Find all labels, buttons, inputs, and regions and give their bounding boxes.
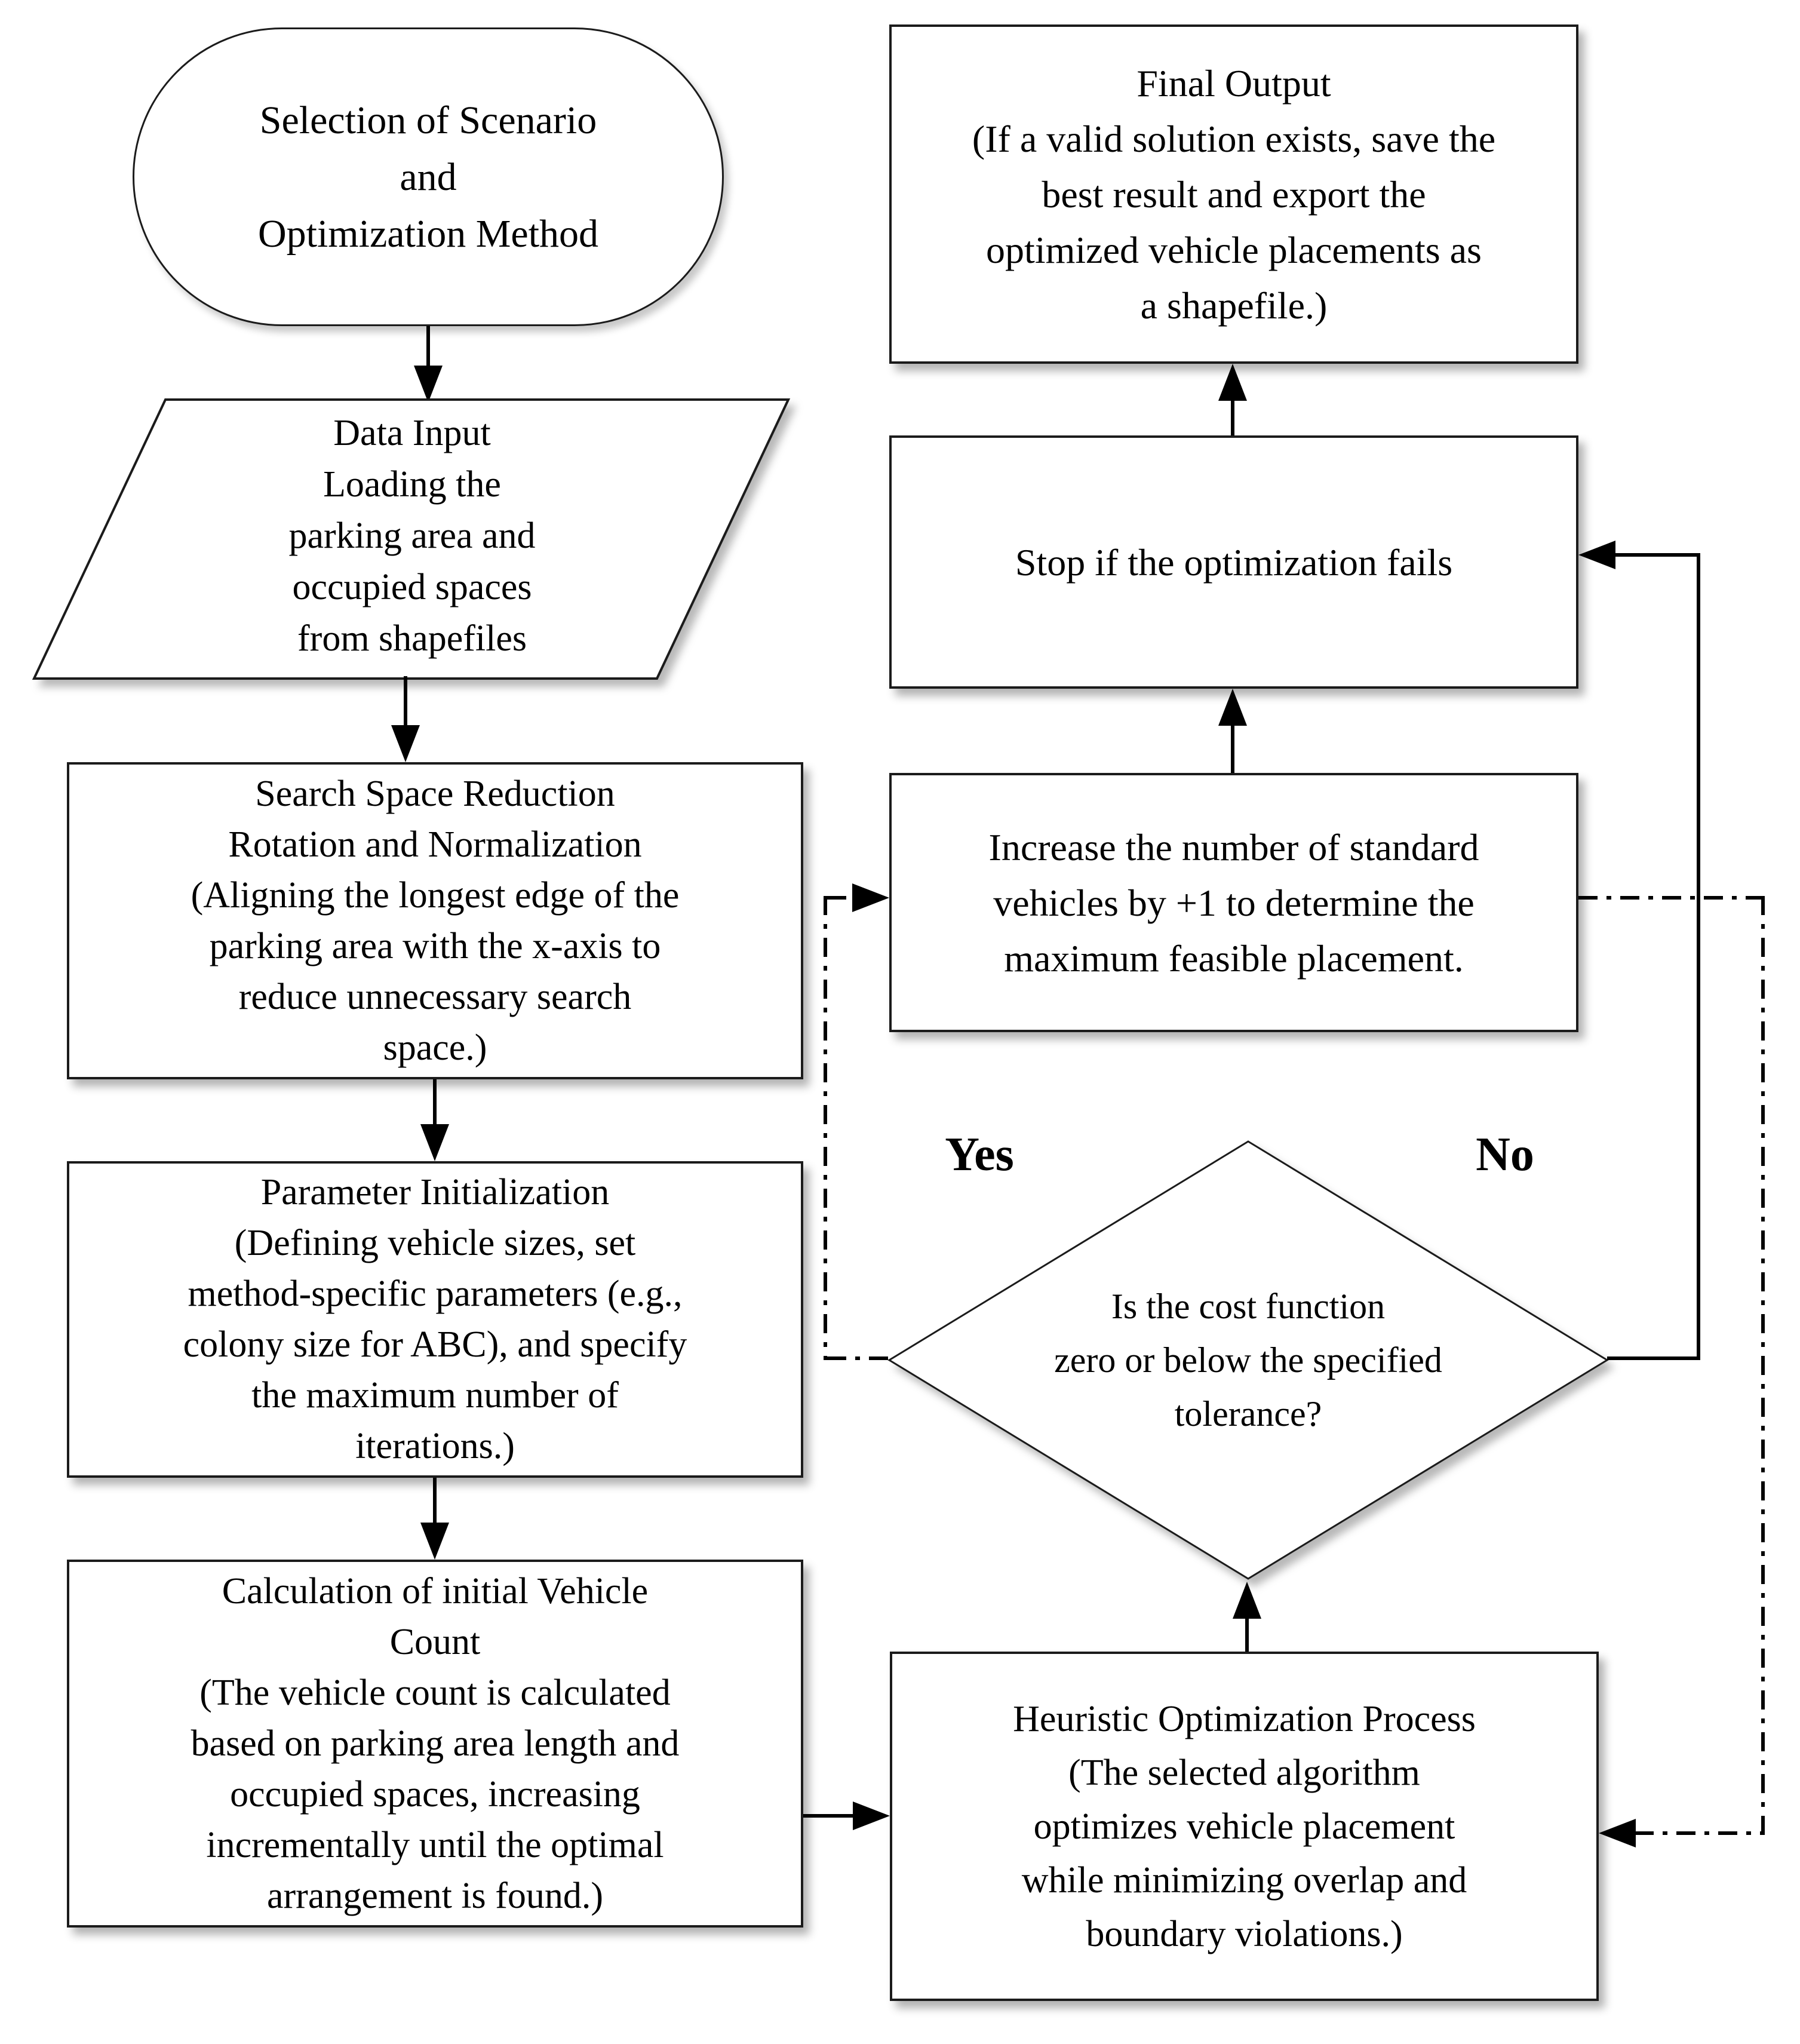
text-line: space.) xyxy=(383,1027,487,1068)
connector-segment xyxy=(1578,896,1765,900)
branch-label-no: No xyxy=(1476,1128,1534,1181)
text-line: Loading the xyxy=(323,464,501,505)
arrowhead-up-icon xyxy=(1218,689,1247,726)
text-line: based on parking area length and xyxy=(191,1723,680,1764)
process-initial-vehicle-count: Calculation of initial Vehicle Count (Th… xyxy=(67,1560,803,1928)
arrow-shaft xyxy=(433,1478,437,1526)
text-line: boundary violations.) xyxy=(1086,1913,1403,1954)
connector-segment xyxy=(824,896,827,1360)
process-search-space-reduction: Search Space Reduction Rotation and Norm… xyxy=(67,762,803,1079)
arrow-shaft xyxy=(404,676,407,729)
text-line: Count xyxy=(389,1621,481,1662)
text-line: method-specific parameters (e.g., xyxy=(188,1273,683,1314)
text-line: while minimizing overlap and xyxy=(1021,1859,1467,1901)
connector-segment xyxy=(1697,553,1700,1360)
text-line: (The vehicle count is calculated xyxy=(199,1672,671,1713)
text-line: Increase the number of standard xyxy=(988,825,1479,868)
arrowhead-right-icon xyxy=(852,883,889,912)
decision-diamond-text: Is the cost function zero or below the s… xyxy=(1009,1279,1487,1441)
connector-segment xyxy=(827,896,856,900)
text-line: iterations.) xyxy=(355,1426,515,1466)
text-line: Stop if the optimization fails xyxy=(1015,541,1453,584)
text-line: parking area with the x-axis to xyxy=(209,925,661,966)
text-line: from shapefiles xyxy=(297,618,527,659)
text-line: maximum feasible placement. xyxy=(1004,937,1464,980)
text-line: and xyxy=(400,155,457,199)
text-line: Is the cost function xyxy=(1111,1287,1386,1326)
text-line: optimizes vehicle placement xyxy=(1033,1806,1455,1847)
text-line: reduce unnecessary search xyxy=(238,976,632,1017)
arrowhead-down-icon xyxy=(420,1124,449,1161)
arrowhead-down-icon xyxy=(391,725,420,762)
arrow-shaft xyxy=(1231,397,1234,435)
text-line: Optimization Method xyxy=(257,211,599,256)
arrow-shaft xyxy=(1231,722,1234,773)
text-line: zero or below the specified xyxy=(1054,1340,1442,1380)
arrowhead-down-icon xyxy=(420,1523,449,1560)
text-line: incrementally until the optimal xyxy=(206,1824,664,1865)
arrow-shaft xyxy=(803,1814,860,1818)
text-line: occupied spaces, increasing xyxy=(230,1773,640,1815)
arrowhead-up-icon xyxy=(1233,1582,1261,1619)
text-line: parking area and xyxy=(288,515,536,556)
text-line: colony size for ABC), and specify xyxy=(183,1324,687,1365)
text-line: Heuristic Optimization Process xyxy=(1013,1698,1476,1739)
arrowhead-left-icon xyxy=(1599,1819,1636,1847)
connector-segment xyxy=(827,1356,889,1360)
process-parameter-initialization: Parameter Initialization (Defining vehic… xyxy=(67,1161,803,1478)
text-line: Selection of Scenario xyxy=(259,98,597,142)
text-line: Search Space Reduction xyxy=(255,773,615,814)
arrowhead-right-icon xyxy=(853,1801,890,1830)
text-line: a shapefile.) xyxy=(1140,284,1328,327)
text-line: (If a valid solution exists, save the xyxy=(972,117,1496,160)
parallelogram-data-input-text: Data Input Loading the parking area and … xyxy=(78,404,747,667)
text-line: (Aligning the longest edge of the xyxy=(191,874,680,916)
arrow-shaft xyxy=(426,326,430,369)
connector-segment xyxy=(1607,1356,1700,1360)
process-increase-vehicles: Increase the number of standard vehicles… xyxy=(889,773,1578,1032)
text-line: Parameter Initialization xyxy=(260,1172,610,1213)
text-line: optimized vehicle placements as xyxy=(986,228,1482,271)
text-line: Final Output xyxy=(1136,62,1331,105)
connector-segment xyxy=(1635,1831,1765,1835)
arrowhead-down-icon xyxy=(414,366,443,403)
terminator-start: Selection of Scenario and Optimization M… xyxy=(133,27,724,326)
arrow-shaft xyxy=(433,1079,437,1127)
arrowhead-left-icon xyxy=(1578,541,1615,569)
process-heuristic-optimization: Heuristic Optimization Process (The sele… xyxy=(890,1652,1599,2001)
process-final-output: Final Output (If a valid solution exists… xyxy=(889,24,1578,364)
text-line: occupied spaces xyxy=(292,567,532,607)
text-line: (The selected algorithm xyxy=(1068,1752,1420,1793)
connector-segment xyxy=(1612,553,1700,557)
process-stop-if-fails: Stop if the optimization fails xyxy=(889,435,1578,689)
arrowhead-up-icon xyxy=(1218,364,1247,401)
text-line: arrangement is found.) xyxy=(267,1875,603,1916)
arrow-shaft xyxy=(1245,1615,1249,1652)
text-line: tolerance? xyxy=(1174,1394,1322,1434)
branch-label-yes: Yes xyxy=(945,1128,1014,1181)
parallelogram-data-input xyxy=(32,398,791,680)
text-line: vehicles by +1 to determine the xyxy=(993,881,1475,924)
text-line: (Defining vehicle sizes, set xyxy=(234,1223,636,1263)
text-line: Rotation and Normalization xyxy=(228,824,642,865)
text-line: best result and export the xyxy=(1042,173,1426,216)
text-line: Data Input xyxy=(333,413,491,453)
connector-segment xyxy=(1761,896,1765,1835)
decision-diamond xyxy=(887,1140,1609,1580)
text-line: the maximum number of xyxy=(251,1375,619,1416)
text-line: Calculation of initial Vehicle xyxy=(222,1570,649,1612)
